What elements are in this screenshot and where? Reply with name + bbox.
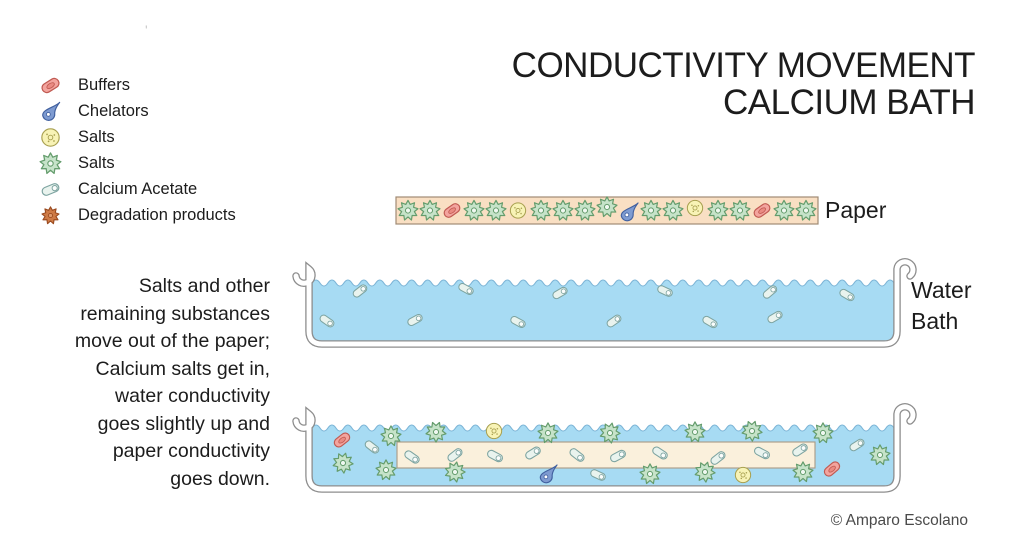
title-line-1: CONDUCTIVITY MOVEMENT — [511, 46, 976, 85]
legend-label: Calcium Acetate — [78, 179, 198, 198]
salt-yellow-icon — [41, 127, 60, 147]
legend-label: Salts — [78, 153, 115, 172]
degradation-icon — [41, 205, 60, 224]
salt-yellow-icon — [485, 422, 503, 440]
title-line-2: CALCIUM BATH — [723, 83, 976, 122]
salt-yellow-icon — [686, 199, 704, 217]
legend-item: Buffers — [38, 72, 236, 98]
water-bath-label: Water Bath — [911, 275, 972, 337]
legend-item: Salts — [38, 124, 236, 150]
description-text: Salts and other remaining substances mov… — [74, 275, 270, 490]
salt-yellow-icon — [509, 202, 527, 219]
credit-text: © Amparo Escolano — [830, 512, 968, 529]
salt-yellow-icon — [41, 127, 60, 147]
water-bath-label-line-1: Water — [911, 277, 972, 303]
legend-label: Salts — [78, 127, 115, 146]
degradation-icon — [41, 205, 60, 224]
legend-item: Calcium Acetate — [38, 176, 236, 202]
stray-mark: ' — [145, 22, 148, 38]
bath1-water — [311, 279, 895, 343]
salt-green-icon — [39, 151, 62, 174]
water-bath-2 — [292, 403, 917, 493]
buffer-icon — [39, 75, 62, 95]
page-title: CONDUCTIVITY MOVEMENT CALCIUM BATH — [511, 46, 976, 122]
chelator-icon — [42, 101, 61, 121]
chelator-icon — [42, 101, 61, 121]
salt-yellow-icon — [734, 466, 752, 484]
legend-label: Degradation products — [78, 205, 236, 224]
paper-strip — [395, 196, 819, 225]
buffer-icon — [39, 75, 62, 95]
legend-item: Degradation products — [38, 202, 236, 228]
water-bath-label-line-2: Bath — [911, 308, 959, 334]
calcium-acetate-icon — [40, 181, 61, 197]
bath1-tray-inner — [293, 259, 916, 347]
calcium-acetate-icon — [40, 181, 61, 197]
paper-label: Paper — [825, 197, 887, 223]
bath2-tray-inner — [293, 404, 916, 492]
legend-item: Chelators — [38, 98, 236, 124]
salt-green-icon — [39, 151, 62, 174]
water-bath-1 — [292, 258, 917, 348]
legend-label: Buffers — [78, 75, 130, 94]
legend-item: Salts — [38, 150, 236, 176]
legend-label: Chelators — [78, 101, 149, 120]
immersed-paper-strip — [396, 441, 816, 469]
